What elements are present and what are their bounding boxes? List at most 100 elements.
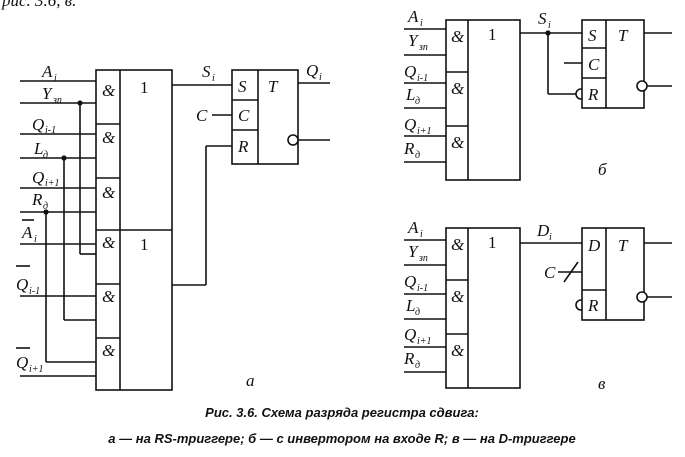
panel-v-input-r: R д — [403, 349, 420, 371]
svg-text:Q: Q — [16, 353, 28, 372]
panel-b-input-a: A i — [407, 7, 423, 29]
panel-b-trigger-r: R — [587, 85, 599, 104]
svg-text:Q: Q — [404, 115, 416, 134]
panel-a-trigger-r: R — [237, 137, 249, 156]
svg-text:L: L — [405, 296, 415, 315]
panel-b-letter: б — [598, 160, 607, 179]
svg-text:A: A — [41, 62, 53, 81]
svg-text:д: д — [415, 150, 420, 161]
panel-a-and-4: & — [102, 233, 116, 252]
panel-b-inverted-output — [636, 80, 648, 92]
panel-a-and-2: & — [102, 128, 116, 147]
svg-text:i+1: i+1 — [29, 364, 44, 375]
svg-text:Y: Y — [42, 84, 53, 103]
svg-text:i+1: i+1 — [417, 336, 432, 347]
svg-text:i: i — [34, 234, 37, 245]
svg-text:L: L — [405, 85, 415, 104]
panel-a-input-q-next-inv: Q i+1 — [16, 347, 44, 375]
svg-text:д: д — [43, 201, 48, 212]
panel-v-input-l: L д — [405, 296, 420, 318]
panel-a: & & & & & & 1 1 A i Y зп Q i-1 L д Q i+1… — [16, 61, 330, 391]
panel-b-rs-trigger — [581, 19, 645, 109]
panel-a-and-6: & — [102, 341, 116, 360]
panel-v-or: 1 — [488, 233, 497, 252]
panel-a-q-output-label: Q i — [306, 61, 322, 83]
svg-text:Q: Q — [404, 272, 416, 291]
svg-text:R: R — [31, 190, 43, 209]
panel-b-trigger-t: T — [618, 26, 629, 45]
svg-text:S: S — [202, 62, 211, 81]
caption-title: Рис. 3.6. Схема разряда регистра сдвига: — [205, 405, 479, 420]
svg-text:Y: Y — [408, 242, 419, 261]
svg-text:Q: Q — [32, 115, 44, 134]
panel-v: & & & 1 A i Y зп Q i-1 L д Q i+1 R д — [403, 218, 672, 393]
panel-a-letter: а — [246, 371, 255, 390]
panel-a-input-l: L д — [33, 139, 48, 161]
svg-text:i-1: i-1 — [417, 73, 428, 84]
svg-text:L: L — [33, 139, 43, 158]
panel-b-gate-block — [445, 19, 521, 181]
svg-text:д: д — [43, 150, 48, 161]
panel-a-trigger-s: S — [238, 77, 247, 96]
svg-text:Q: Q — [306, 61, 318, 80]
svg-text:Q: Q — [16, 275, 28, 294]
panel-b-and-2: & — [451, 79, 465, 98]
svg-text:A: A — [21, 223, 33, 242]
svg-text:зп: зп — [418, 42, 428, 53]
svg-text:i: i — [549, 232, 552, 243]
panel-a-inverted-output — [287, 134, 299, 146]
panel-b-and-3: & — [451, 133, 465, 152]
svg-text:i-1: i-1 — [29, 286, 40, 297]
svg-text:i: i — [54, 73, 57, 84]
panel-b-or: 1 — [488, 25, 497, 44]
panel-v-gate-block — [445, 227, 521, 389]
panel-a-trigger-t: T — [268, 77, 279, 96]
panel-v-input-q-prev: Q i-1 — [404, 272, 428, 294]
panel-a-or-2: 1 — [140, 235, 149, 254]
panel-a-input-y: Y зп — [42, 84, 62, 106]
svg-text:i: i — [548, 20, 551, 31]
panel-v-trigger-t: T — [618, 236, 629, 255]
panel-b-and-1: & — [451, 27, 465, 46]
svg-text:i: i — [212, 73, 215, 84]
panel-b-trigger-s: S — [588, 26, 597, 45]
panel-a-or-1: 1 — [140, 78, 149, 97]
panel-a-rs-trigger — [231, 69, 299, 165]
svg-text:Q: Q — [404, 62, 416, 81]
panel-v-d-trigger — [581, 227, 645, 321]
panel-v-input-q-next: Q i+1 — [404, 325, 432, 347]
panel-a-input-a: A i — [41, 62, 57, 84]
panel-v-and-2: & — [451, 287, 465, 306]
panel-b-trigger-c: C — [588, 55, 600, 74]
svg-text:i: i — [420, 18, 423, 29]
panel-a-input-q-next: Q i+1 — [32, 168, 60, 189]
panel-v-trigger-d: D — [587, 236, 601, 255]
panel-v-inverted-output — [636, 291, 648, 303]
panel-a-input-q-prev-inv: Q i-1 — [16, 265, 40, 297]
svg-text:зп: зп — [52, 95, 62, 106]
svg-text:зп: зп — [418, 253, 428, 264]
panel-a-and-5: & — [102, 287, 116, 306]
svg-text:i: i — [319, 72, 322, 83]
panel-v-d-output-label: D i — [536, 221, 552, 243]
svg-text:D: D — [536, 221, 550, 240]
panel-v-c-input-label: C — [544, 263, 556, 282]
svg-text:Y: Y — [408, 31, 419, 50]
svg-text:A: A — [407, 218, 419, 237]
svg-text:i-1: i-1 — [45, 125, 56, 136]
panel-a-input-r: R д — [31, 190, 48, 212]
panel-v-and-3: & — [451, 341, 465, 360]
svg-text:Q: Q — [404, 325, 416, 344]
svg-text:A: A — [407, 7, 419, 26]
panel-b-input-l: L д — [405, 85, 420, 107]
panel-a-and-1: & — [102, 81, 116, 100]
svg-text:Q: Q — [32, 168, 44, 187]
panel-a-c-input-label: C — [196, 106, 208, 125]
svg-text:R: R — [403, 139, 415, 158]
panel-b-input-y: Y зп — [408, 31, 428, 53]
panel-v-letter: в — [598, 374, 606, 393]
panel-v-trigger-r: R — [587, 296, 599, 315]
panel-a-s-output-label: S i — [202, 62, 215, 84]
svg-text:д: д — [415, 96, 420, 107]
